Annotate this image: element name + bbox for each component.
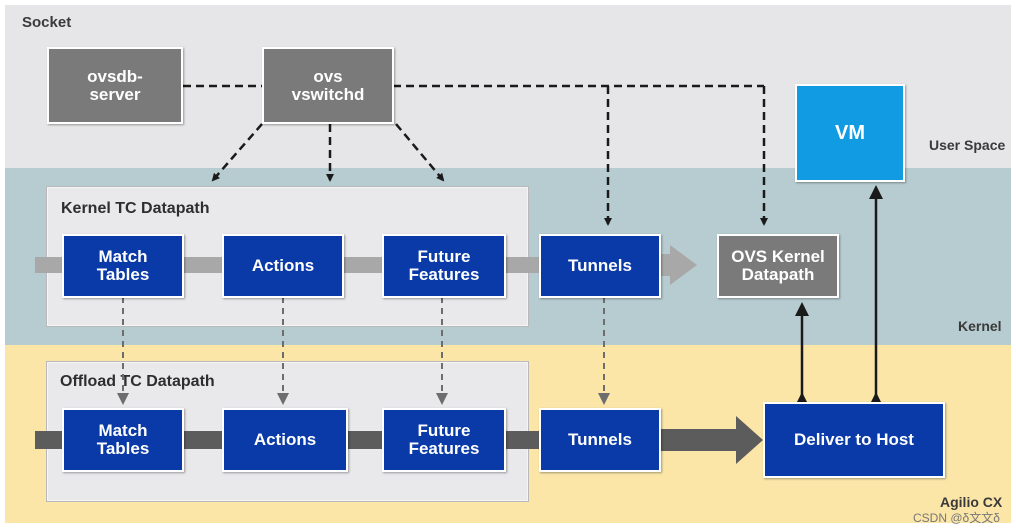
control-lines (183, 84, 768, 226)
socket-label: Socket (22, 14, 72, 31)
ovs-kernel-datapath-node: OVS Kernel Datapath (717, 234, 839, 298)
offload-lines (117, 297, 610, 405)
offload-tc-datapath-label: Offload TC Datapath (60, 373, 215, 390)
kernel-future-features-node: Future Features (382, 234, 506, 298)
kernel-actions-node: Actions (222, 234, 344, 298)
offload-match-tables-node: Match Tables (62, 408, 184, 472)
kernel-tc-datapath-label: Kernel TC Datapath (61, 200, 210, 217)
kernel-tunnels-node: Tunnels (539, 234, 661, 298)
offload-tunnels-node: Tunnels (539, 408, 661, 472)
kernel-match-tables-node: Match Tables (62, 234, 184, 298)
deliver-to-host-node: Deliver to Host (763, 402, 945, 478)
kernel-label: Kernel (958, 318, 1002, 334)
ovsdb-server-node: ovsdb- server (47, 47, 183, 124)
agilio-cx-label: Agilio CX (940, 494, 1003, 510)
offload-future-features-node: Future Features (382, 408, 506, 472)
offload-pipeline-band (35, 416, 763, 464)
kernel-pipeline-band (35, 245, 697, 285)
csdn-watermark: CSDN @δ文文δ (913, 511, 1000, 525)
offload-actions-node: Actions (222, 408, 348, 472)
ovs-vswitchd-node: ovs vswitchd (262, 47, 394, 124)
host-links (795, 185, 883, 406)
user-space-label: User Space (929, 137, 1006, 153)
vm-node: VM (795, 84, 905, 182)
